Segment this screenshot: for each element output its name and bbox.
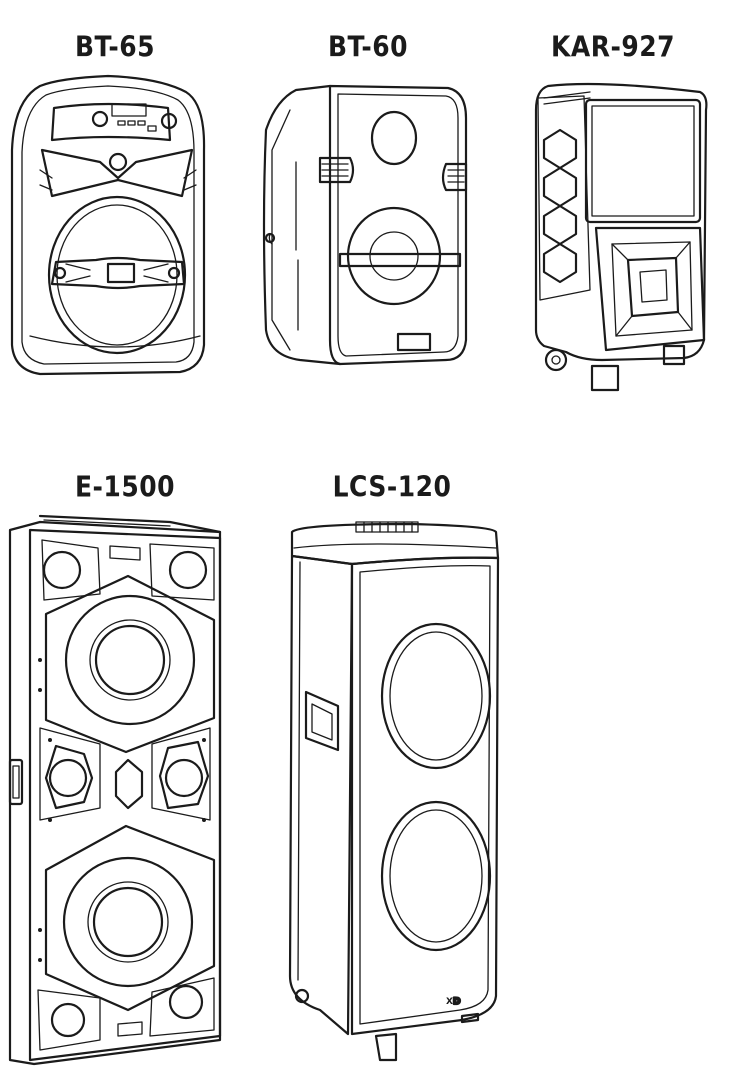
product-label-kar-927: KAR-927 [550,29,676,64]
product-label-bt-60: BT-60 [327,29,409,64]
svg-text:XD: XD [446,997,460,1007]
product-label-lcs-120: LCS-120 [332,469,452,504]
screw-dots [38,658,206,962]
product-label-e-1500: E-1500 [74,469,176,504]
product-label-bt-65: BT-65 [74,29,156,64]
